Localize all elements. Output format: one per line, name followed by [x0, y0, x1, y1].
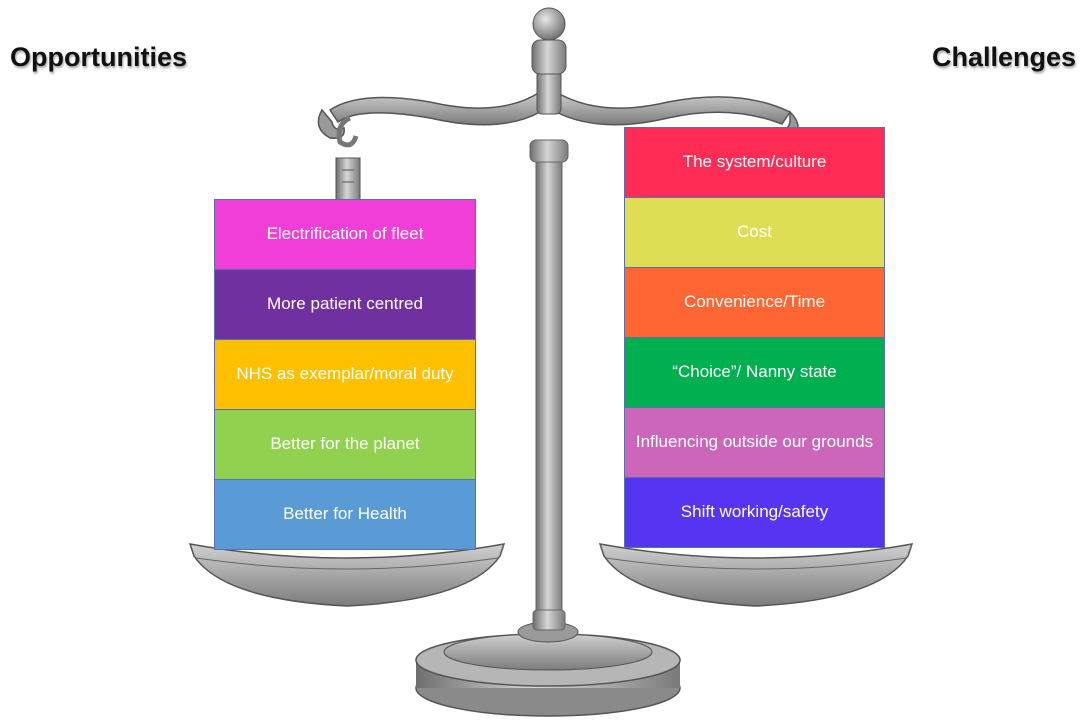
- opportunity-box: Electrification of fleet: [214, 199, 476, 270]
- left-hanger: [335, 115, 361, 203]
- challenge-box: Cost: [624, 197, 885, 268]
- challenge-box: The system/culture: [624, 127, 885, 198]
- left-pan: [188, 543, 506, 607]
- challenges-heading: Challenges: [931, 42, 1076, 72]
- opportunities-heading: Opportunities: [10, 42, 187, 72]
- opportunity-box: Better for the planet: [214, 409, 476, 480]
- challenge-box: Influencing outside our grounds: [624, 407, 885, 478]
- challenges-stack: The system/culture Cost Convenience/Time…: [624, 127, 885, 548]
- opportunities-stack: Electrification of fleet More patient ce…: [214, 199, 476, 550]
- right-pan: [598, 543, 914, 607]
- scale-base: [415, 621, 681, 717]
- opportunity-box: Better for Health: [214, 479, 476, 550]
- challenge-box: Shift working/safety: [624, 477, 885, 548]
- challenge-box: “Choice”/ Nanny state: [624, 337, 885, 408]
- challenge-box: Convenience/Time: [624, 267, 885, 338]
- opportunity-box: More patient centred: [214, 269, 476, 340]
- scale-pillar: [529, 139, 569, 631]
- scale-beam: [317, 7, 799, 141]
- opportunity-box: NHS as exemplar/moral duty: [214, 339, 476, 410]
